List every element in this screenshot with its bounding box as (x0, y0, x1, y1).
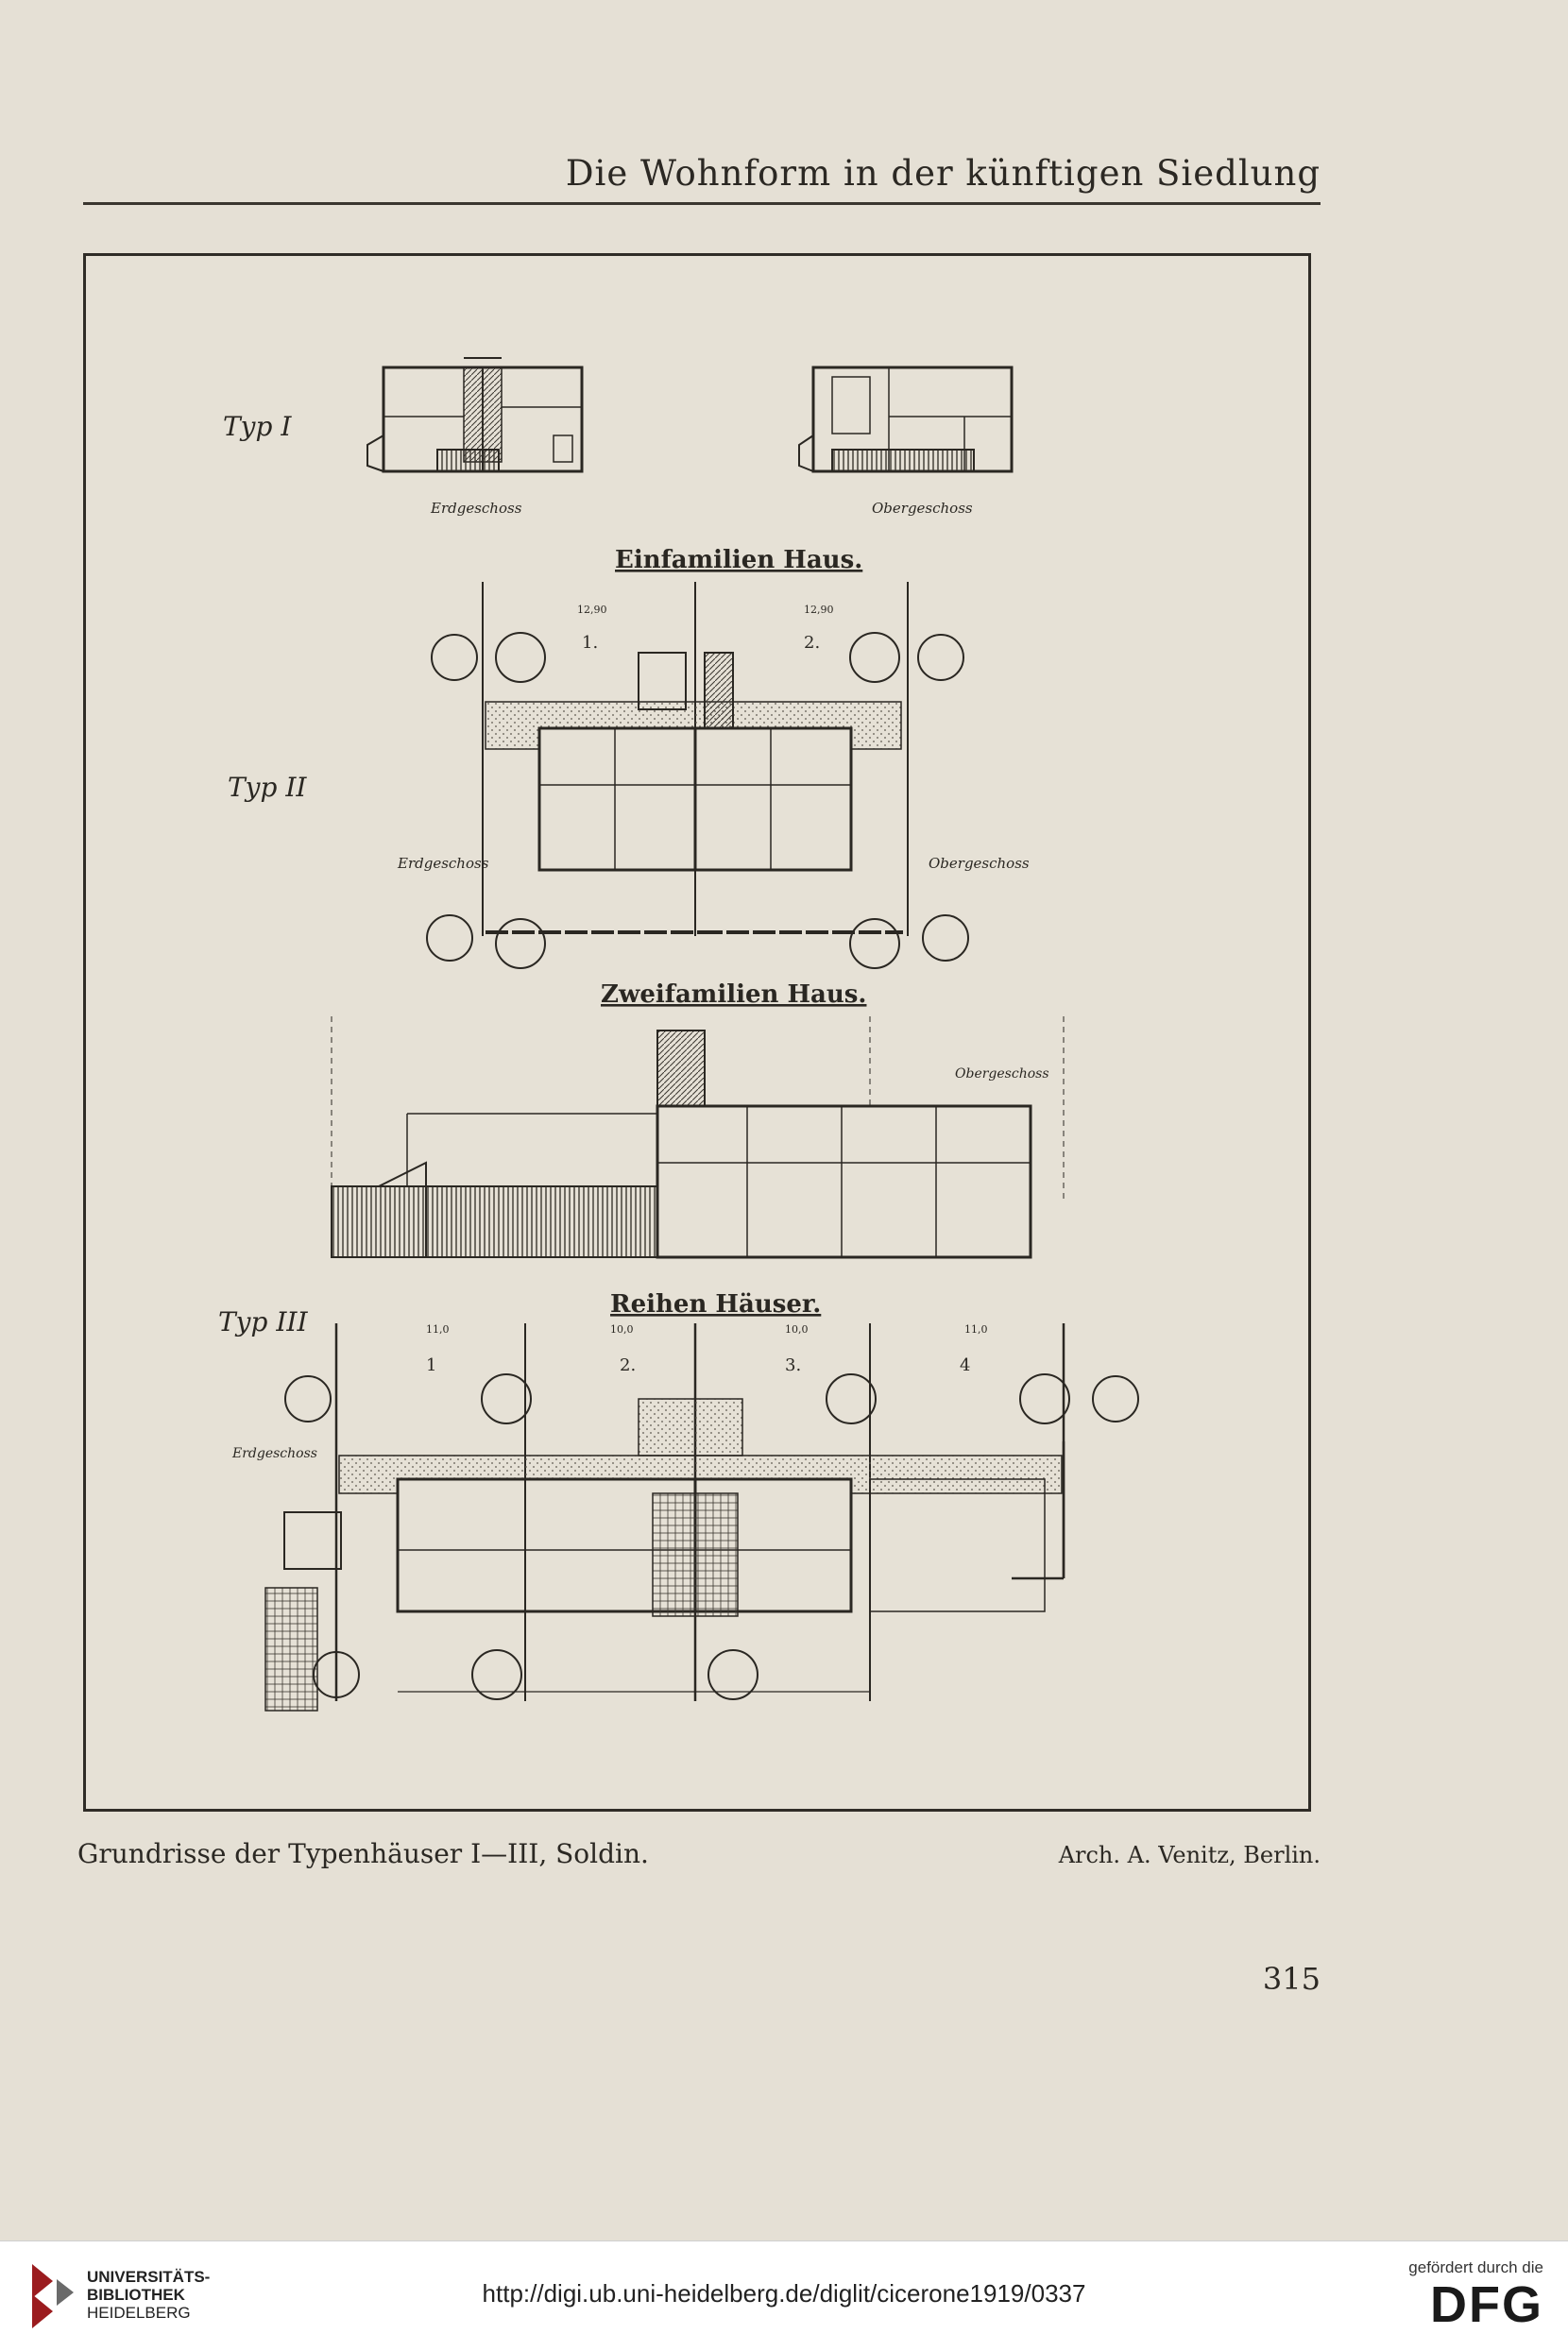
typ-1-group: Typ I Erdgeschoss (223, 357, 1014, 517)
library-name: UNIVERSITÄTS- BIBLIOTHEK HEIDELBERG (87, 2268, 210, 2322)
permalink-url[interactable]: http://digi.ub.uni-heidelberg.de/diglit/… (482, 2279, 1086, 2308)
funder-label: gefördert durch die (1408, 2258, 1543, 2276)
typ-1-upper-floor-label: Obergeschoss (872, 500, 973, 517)
floor-plan-plate: Typ I Erdgeschoss (83, 253, 1311, 1812)
library-line-2: BIBLIOTHEK (87, 2286, 185, 2304)
typ-3-dimension-2: 10,0 (610, 1323, 634, 1336)
typ-2-dimension-1: 12,90 (577, 604, 607, 616)
dfg-logo: DFG (1430, 2276, 1543, 2333)
typ-3-garden-2: 2. (620, 1355, 636, 1375)
typ-2-garden-1: 1. (582, 633, 598, 653)
typ-3-ground-floor-label: Erdgeschoss (231, 1446, 317, 1461)
scanned-page: Die Wohnform in der künftigen Siedlung (77, 153, 1321, 1997)
typ-3-upper-floor-label: Obergeschoss (955, 1066, 1049, 1082)
typ-3-dimension-3: 10,0 (785, 1323, 809, 1336)
typ-1-ground-floor-label: Erdgeschoss (430, 500, 522, 517)
typ-2-site-plan (482, 582, 909, 936)
typ-3-row-house-site-plan (264, 1323, 1065, 1712)
typ-1-upper-floor-plan (798, 366, 1014, 473)
typ-3-upper-floor-plan (331, 1016, 1065, 1259)
typ-2-trees (426, 632, 969, 969)
typ-3-group: Zweifamilien Haus. Obe (218, 980, 1139, 1712)
funder-block: gefördert durch die DFG (1408, 2258, 1543, 2332)
typ-2-title: Einfamilien Haus. (615, 546, 862, 574)
typ-1-ground-floor-plan (366, 357, 584, 473)
typ-3-label: Typ III (218, 1306, 308, 1337)
floor-plan-drawing: Typ I Erdgeschoss (218, 357, 1139, 1712)
figure-caption: Grundrisse der Typenhäuser I—III, Soldin… (77, 1838, 649, 1869)
running-title: Die Wohnform in der künftigen Siedlung (565, 153, 1321, 194)
typ-3-upper-title: Zweifamilien Haus. (601, 980, 866, 1009)
typ-2-ground-floor-label: Erdgeschoss (397, 855, 489, 872)
university-library-logo-icon (32, 2264, 74, 2328)
typ-2-label: Typ II (228, 772, 307, 803)
architect-credit: Arch. A. Venitz, Berlin. (1058, 1842, 1321, 1868)
typ-3-title: Reihen Häuser. (610, 1290, 821, 1319)
typ-3-garden-1: 1 (426, 1355, 436, 1375)
digitization-footer: UNIVERSITÄTS- BIBLIOTHEK HEIDELBERG http… (0, 2240, 1568, 2351)
typ-3-trees (284, 1373, 1139, 1700)
library-line-3: HEIDELBERG (87, 2304, 191, 2322)
typ-2-upper-floor-label: Obergeschoss (929, 855, 1030, 872)
typ-1-label: Typ I (223, 411, 292, 442)
typ-2-dimension-2: 12,90 (804, 604, 834, 616)
typ-2-garden-2: 2. (804, 633, 820, 653)
header-rule (83, 202, 1321, 205)
typ-3-garden-3: 3. (785, 1355, 801, 1375)
page-number: 315 (1262, 1961, 1321, 1997)
typ-3-garden-4: 4 (960, 1355, 970, 1375)
typ-3-dimension-1: 11,0 (426, 1323, 450, 1336)
typ-3-dimension-4: 11,0 (964, 1323, 988, 1336)
typ-2-group: Einfamilien Haus. Typ II (228, 546, 1030, 969)
library-line-1: UNIVERSITÄTS- (87, 2268, 211, 2286)
